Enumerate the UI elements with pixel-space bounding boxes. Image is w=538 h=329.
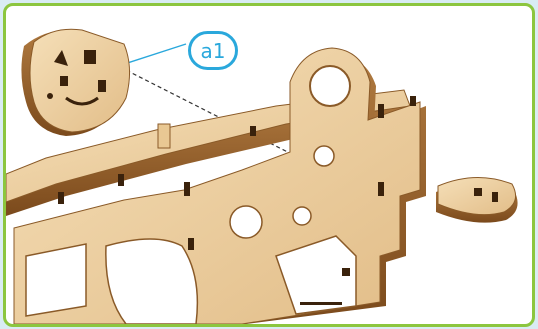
- instruction-panel: a1: [3, 3, 535, 327]
- assembly-illustration: [6, 6, 532, 324]
- side-part-icon: [436, 177, 518, 222]
- wooden-part-a1-icon: [21, 29, 129, 136]
- part-callout-a1: a1: [188, 31, 238, 70]
